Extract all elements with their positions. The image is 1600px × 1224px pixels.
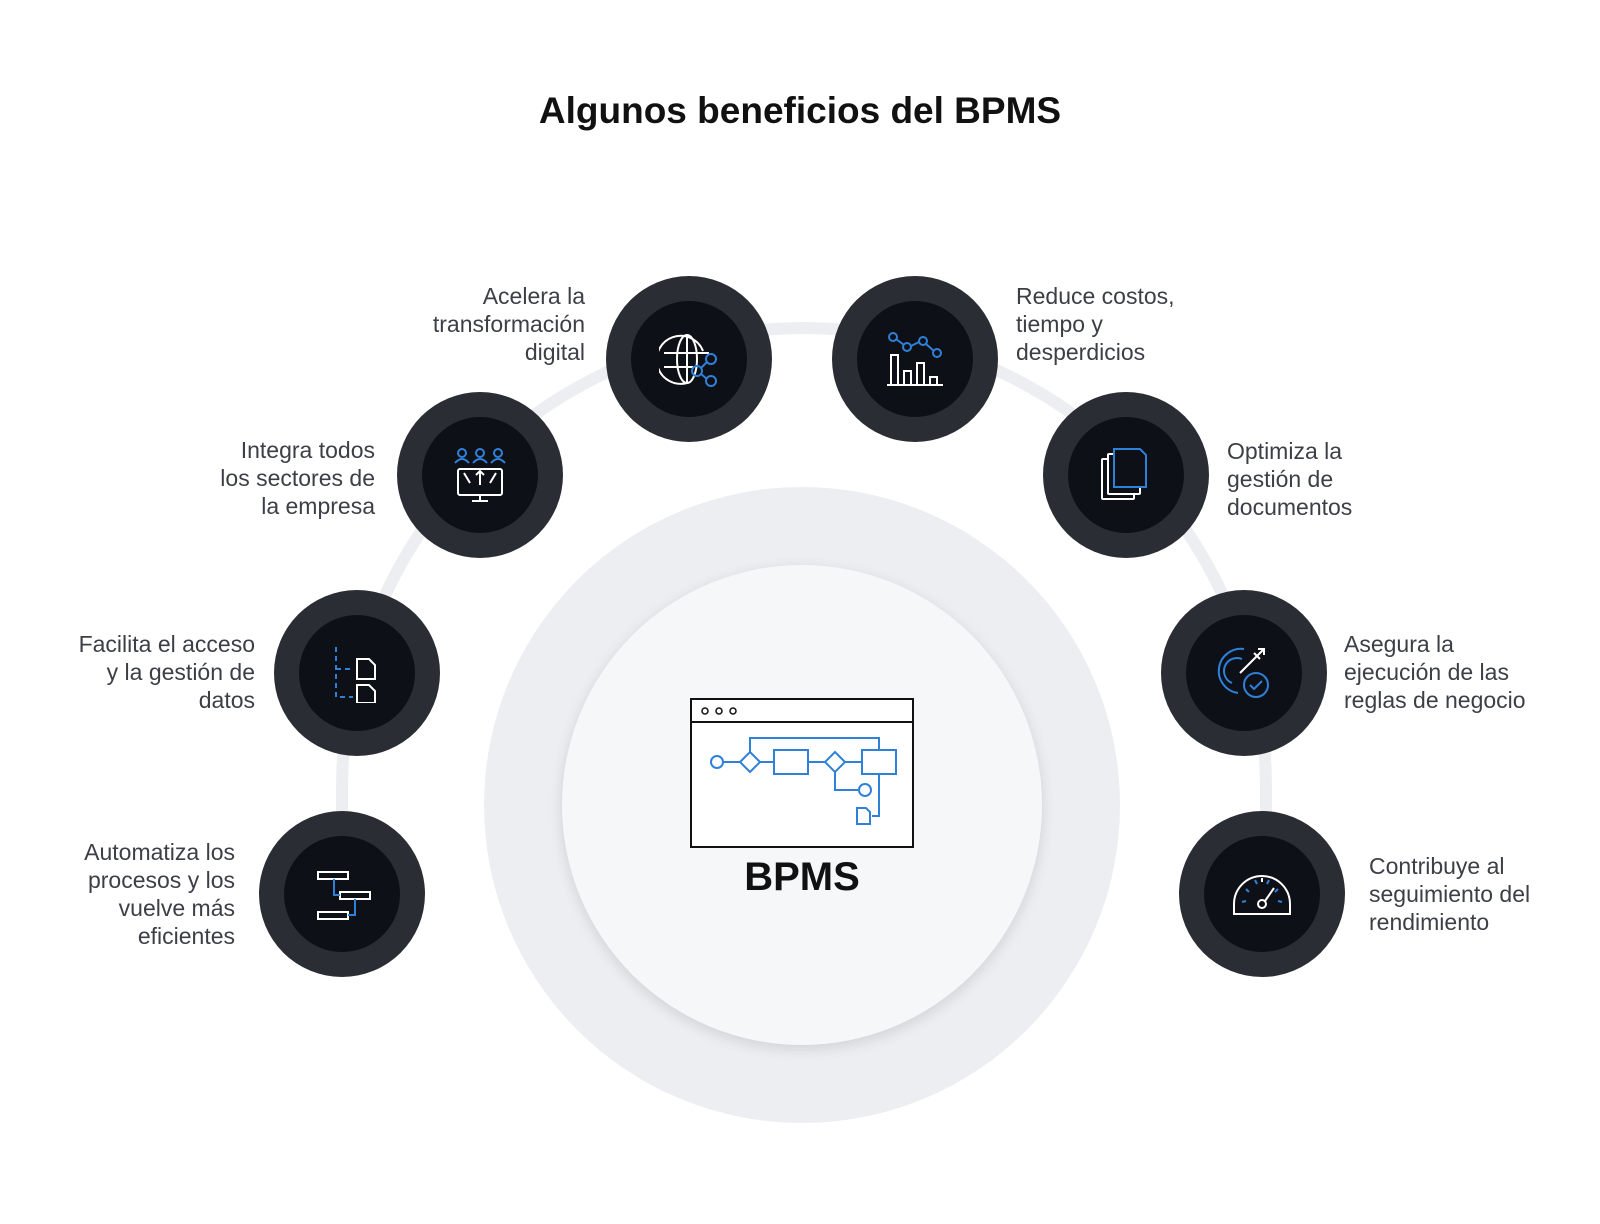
benefit-node-business-rules bbox=[1161, 590, 1327, 756]
benefit-node-automation bbox=[259, 811, 425, 977]
page-title: Algunos beneficios del BPMS bbox=[538, 90, 1062, 131]
documents-stack-icon bbox=[1101, 448, 1147, 500]
process-flow-icon bbox=[317, 871, 371, 920]
benefit-node-digital-transformation bbox=[606, 276, 772, 442]
benefit-label-automation: Automatiza los procesos y los vuelve más… bbox=[84, 839, 235, 949]
benefit-node-integration bbox=[397, 392, 563, 558]
benefit-label-cost-reduction: Reduce costos, tiempo y desperdicios bbox=[1016, 283, 1175, 365]
benefit-label-business-rules: Asegura la ejecución de las reglas de ne… bbox=[1344, 631, 1526, 713]
benefit-label-performance: Contribuye al seguimiento del rendimient… bbox=[1369, 853, 1531, 935]
benefit-label-digital-transformation: Acelera la transformación digital bbox=[432, 283, 585, 365]
center-label: BPMS bbox=[744, 855, 860, 899]
benefit-label-integration: Integra todos los sectores de la empresa bbox=[220, 437, 375, 519]
benefit-label-data-access: Facilita el acceso y la gestión de datos bbox=[78, 631, 255, 713]
benefit-node-data-access bbox=[274, 590, 440, 756]
speedometer-icon bbox=[1233, 875, 1291, 915]
benefit-label-documents: Optimiza la gestión de documentos bbox=[1227, 438, 1353, 520]
users-monitor-icon bbox=[454, 448, 506, 502]
bpms-process-window-icon bbox=[690, 698, 914, 848]
globe-share-icon bbox=[659, 334, 717, 387]
benefit-node-performance bbox=[1179, 811, 1345, 977]
bar-line-chart-icon bbox=[887, 332, 943, 386]
target-check-icon bbox=[1217, 647, 1269, 698]
file-tree-icon bbox=[335, 647, 376, 703]
benefit-node-cost-reduction bbox=[832, 276, 998, 442]
benefit-node-documents bbox=[1043, 392, 1209, 558]
